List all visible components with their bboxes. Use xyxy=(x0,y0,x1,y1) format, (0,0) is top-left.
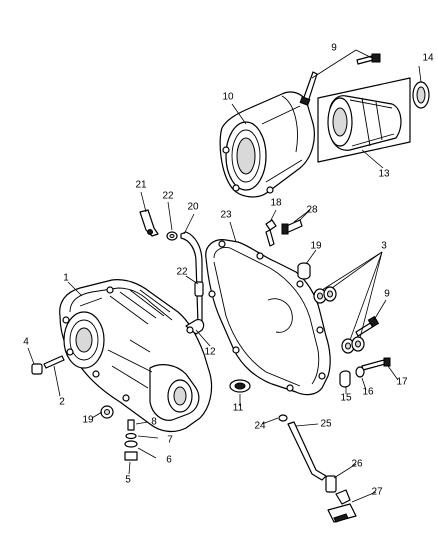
callout-8: 8 xyxy=(151,417,157,428)
callout-28: 28 xyxy=(306,205,318,216)
callout-14: 14 xyxy=(422,53,434,64)
vent-fitting-12 xyxy=(185,319,205,335)
callout-6: 6 xyxy=(166,455,172,466)
plug-19-upper xyxy=(297,262,311,280)
oil-pickup-27 xyxy=(327,489,357,523)
callout-20: 20 xyxy=(187,202,199,213)
callout-1: 1 xyxy=(63,273,69,284)
nut-4 xyxy=(31,363,43,375)
callout-3: 3 xyxy=(381,241,387,252)
boot-inset-box xyxy=(317,77,411,163)
clamp-22-upper xyxy=(166,231,178,241)
tube-25 xyxy=(287,421,327,481)
callout-7: 7 xyxy=(167,435,173,446)
seal-14 xyxy=(412,81,430,109)
front-case-half xyxy=(59,279,213,433)
callout-16: 16 xyxy=(362,387,374,398)
callout-22-lower: 22 xyxy=(176,267,188,278)
bolt-9-upper xyxy=(299,71,318,106)
callout-23: 23 xyxy=(220,210,232,221)
leader-lines xyxy=(27,49,422,503)
callout-2: 2 xyxy=(59,397,65,408)
callout-17: 17 xyxy=(396,377,408,388)
callout-19-upper: 19 xyxy=(310,241,322,252)
callout-12: 12 xyxy=(204,347,216,358)
callout-5: 5 xyxy=(125,475,131,486)
callout-22-upper: 22 xyxy=(162,191,174,202)
washer-16 xyxy=(355,366,365,378)
callout-21: 21 xyxy=(135,180,147,191)
callout-10: 10 xyxy=(222,92,234,103)
callout-26: 26 xyxy=(351,459,363,470)
callout-24: 24 xyxy=(254,421,266,432)
callout-18: 18 xyxy=(270,198,282,209)
callout-15: 15 xyxy=(340,393,352,404)
callout-27: 27 xyxy=(371,487,383,498)
callout-9-right: 9 xyxy=(384,289,390,300)
vent-bracket-21 xyxy=(139,209,159,237)
bolt-9-top-right xyxy=(356,53,381,65)
extension-housing xyxy=(219,91,315,198)
callout-25: 25 xyxy=(320,419,332,430)
bolt-17 xyxy=(361,357,391,371)
callout-9-top: 9 xyxy=(331,43,337,54)
plug-19-lower xyxy=(100,405,114,419)
rear-case-half xyxy=(205,239,331,396)
washers-3 xyxy=(313,286,365,354)
drain-assembly xyxy=(124,419,138,461)
callout-13: 13 xyxy=(378,169,390,180)
callout-labels: 1 2 3 4 5 6 7 8 9 9 10 11 12 13 14 15 16… xyxy=(23,43,434,498)
callout-4: 4 xyxy=(23,337,29,348)
callout-19-lower: 19 xyxy=(82,415,94,426)
clamp-22-lower xyxy=(194,281,204,297)
plug-18 xyxy=(265,219,277,247)
bolt-9-lower xyxy=(355,315,380,337)
plug-15 xyxy=(339,370,351,388)
o-ring-24 xyxy=(278,414,288,422)
seal-ring-11 xyxy=(229,379,251,393)
connector-26 xyxy=(325,475,337,493)
vent-hose-20 xyxy=(180,231,203,325)
stud-2 xyxy=(43,355,65,369)
callout-11: 11 xyxy=(233,403,244,414)
sensor-28 xyxy=(281,219,303,235)
